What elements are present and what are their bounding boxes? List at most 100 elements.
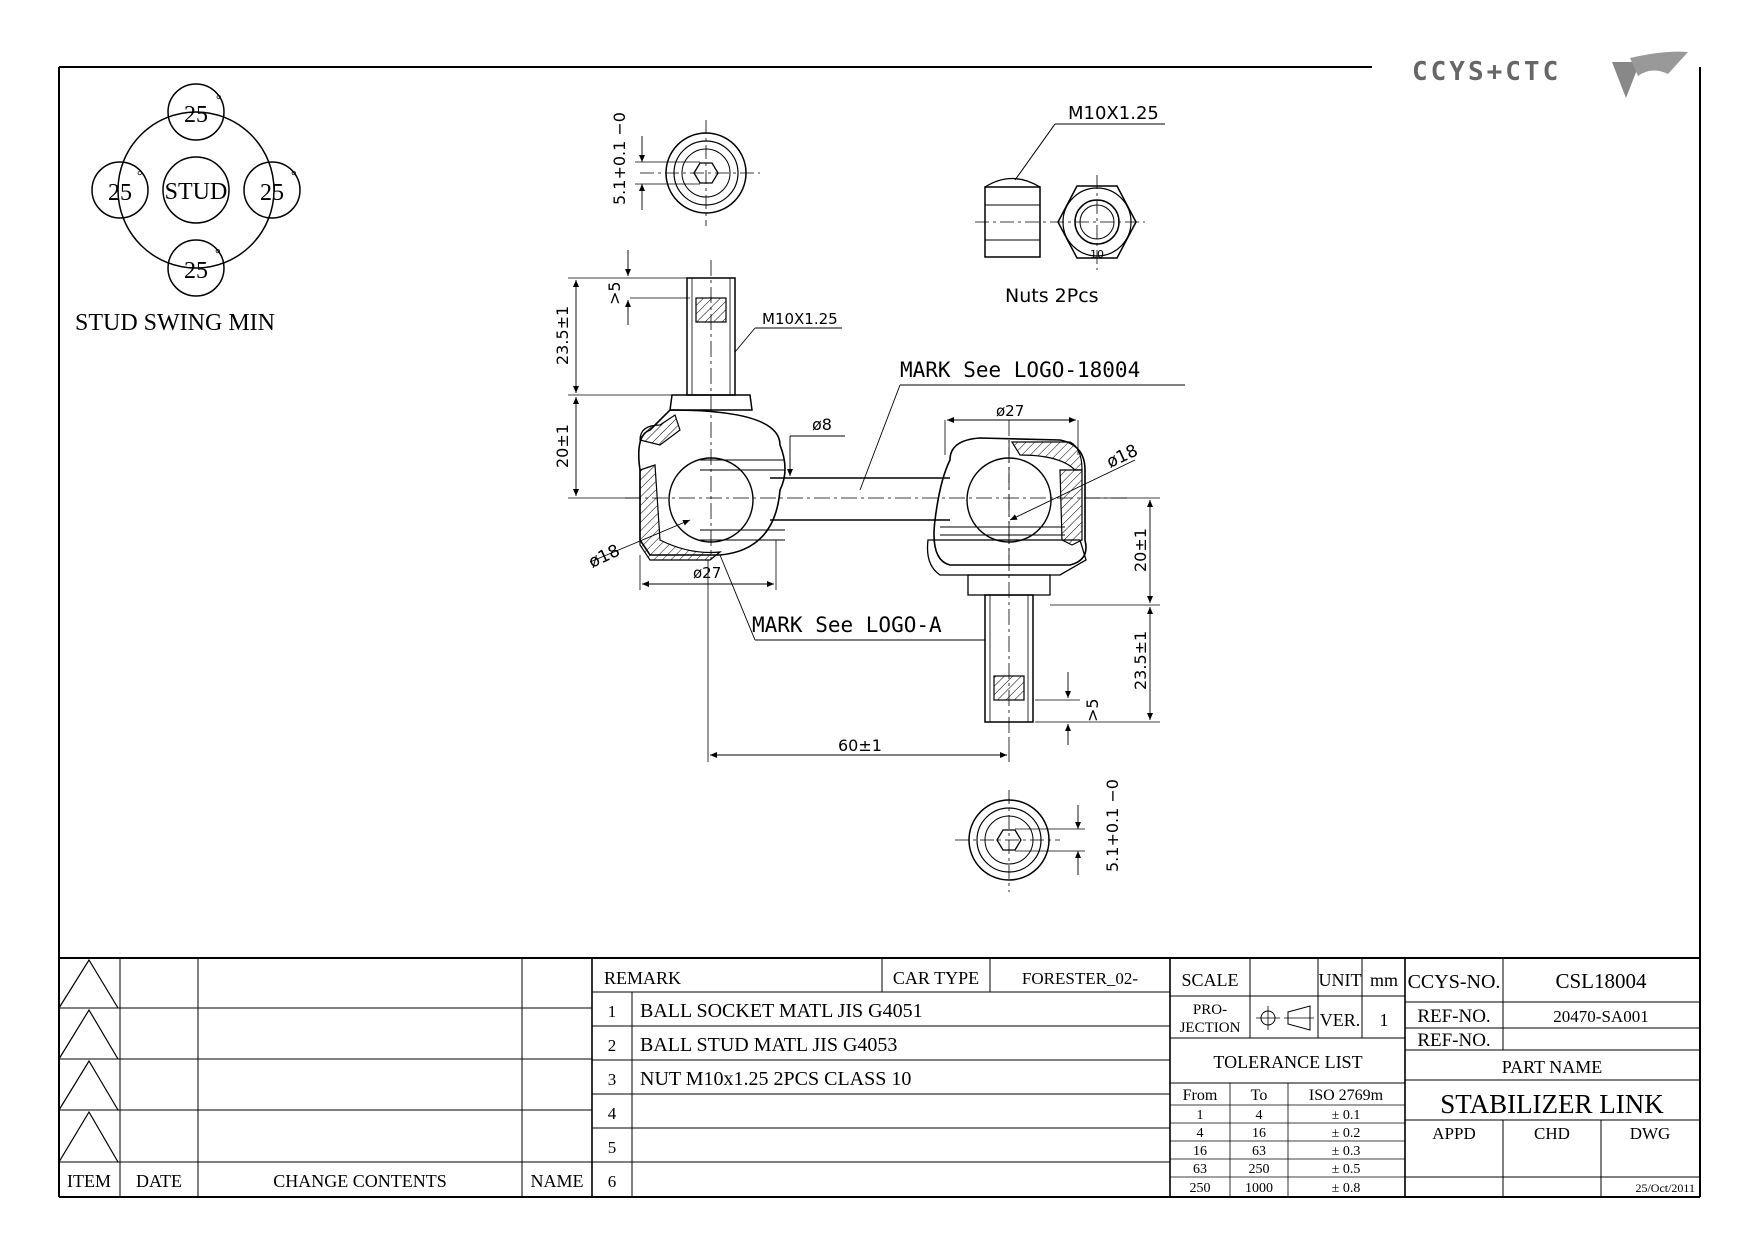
svg-text:3: 3 (608, 1070, 617, 1089)
svg-text:4: 4 (608, 1104, 617, 1123)
svg-text:6: 6 (608, 1172, 617, 1191)
svg-text:°: ° (216, 93, 222, 108)
nuts-qty-label: Nuts 2Pcs (1005, 285, 1099, 307)
bar-diameter-dim: ø8 (812, 415, 832, 434)
scale-label: SCALE (1181, 970, 1238, 990)
main-assembly-view (625, 260, 1130, 740)
svg-text:2: 2 (608, 1036, 617, 1055)
logo-mark-icon (1612, 62, 1640, 98)
mark-logo-note: MARK See LOGO-18004 (900, 358, 1140, 382)
svg-text:ITEM: ITEM (67, 1171, 111, 1191)
mark-logo-a-note: MARK See LOGO-A (752, 613, 942, 637)
top-end-view: 5.1+0.1 −0 (610, 112, 760, 226)
swing-caption: STUD SWING MIN (75, 310, 275, 336)
part-name-label: PART NAME (1502, 1057, 1602, 1077)
company-logo: CCYS+CTC (1412, 51, 1688, 98)
svg-text:°: ° (137, 169, 143, 184)
svg-text:4: 4 (1256, 1108, 1263, 1123)
ref-no-label-2: REF-NO. (1417, 1030, 1490, 1051)
ball-dia-dim-left: ø18 (586, 541, 623, 573)
svg-text:1: 1 (1197, 1108, 1204, 1123)
stud-thread-label: M10X1.25 (762, 310, 838, 328)
swing-angle-right: 25 (260, 180, 284, 206)
svg-text:± 0.2: ± 0.2 (1332, 1126, 1361, 1141)
nut-class-mark: 10 (1090, 248, 1104, 261)
svg-text:16: 16 (1252, 1126, 1266, 1141)
dwg-label: DWG (1630, 1124, 1671, 1143)
height-dim-right: 20±1 (1131, 528, 1150, 572)
svg-text:1000: 1000 (1245, 1181, 1273, 1196)
appd-label: APPD (1432, 1124, 1475, 1143)
scale-projection-tolerance: SCALE UNIT mm PRO- JECTION VER. 1 TOLERA… (1170, 958, 1406, 1197)
min-depth-dim-left: >5 (605, 281, 624, 305)
svg-text:250: 250 (1249, 1162, 1270, 1177)
socket-dia-dim-right: ø27 (996, 402, 1024, 420)
ver-label: VER. (1320, 1010, 1361, 1030)
ver-value: 1 (1380, 1010, 1389, 1030)
svg-text:JECTION: JECTION (1180, 1020, 1241, 1036)
svg-text:To: To (1251, 1087, 1268, 1104)
projection-symbol-icon (1256, 1005, 1314, 1031)
svg-text:± 0.8: ± 0.8 (1332, 1181, 1361, 1196)
height-dim-left: 20±1 (553, 424, 572, 468)
svg-text:°: ° (291, 169, 297, 184)
svg-text:1: 1 (608, 1002, 617, 1021)
ref-no-label-1: REF-NO. (1417, 1006, 1490, 1027)
stud-swing-diagram: STUD 25 ° 25 ° 25 ° 25 ° STUD SWING MIN (75, 83, 301, 336)
stud-length-dim-left: 23.5±1 (553, 306, 572, 365)
nut-views: 10 M10X1.25 Nuts 2Pcs (975, 103, 1165, 307)
ccys-no-value: CSL18004 (1555, 969, 1647, 993)
nut-thread-label: M10X1.25 (1068, 103, 1159, 124)
svg-text:PRO-: PRO- (1193, 1002, 1227, 1018)
svg-text:CHANGE CONTENTS: CHANGE CONTENTS (273, 1171, 447, 1191)
remarks-table: REMARK CAR TYPE FORESTER_02- 1 BALL SOCK… (592, 958, 1171, 1197)
svg-text:From: From (1183, 1087, 1218, 1104)
swing-angle-top: 25 (184, 102, 208, 128)
stud-length-dim-right: 23.5±1 (1131, 631, 1150, 690)
svg-text:63: 63 (1252, 1144, 1266, 1159)
ccys-no-label: CCYS-NO. (1408, 971, 1501, 993)
svg-text:ISO 2769m: ISO 2769m (1309, 1087, 1384, 1104)
svg-text:± 0.1: ± 0.1 (1332, 1108, 1361, 1123)
svg-text:5: 5 (608, 1138, 617, 1157)
revision-table: ITEM DATE CHANGE CONTENTS NAME (58, 958, 593, 1197)
chd-label: CHD (1534, 1124, 1570, 1143)
svg-text:± 0.3: ± 0.3 (1332, 1144, 1361, 1159)
dimensions: 23.5±1 20±1 >5 M10X1.25 MARK See LOGO-18… (553, 250, 1185, 762)
svg-text:DATE: DATE (136, 1171, 182, 1191)
remark-label: REMARK (604, 968, 681, 988)
svg-text:16: 16 (1193, 1144, 1207, 1159)
unit-value: mm (1370, 970, 1398, 990)
drawing-date: 25/Oct/2011 (1635, 1181, 1695, 1195)
title-block: ITEM DATE CHANGE CONTENTS NAME REMARK CA… (58, 958, 1700, 1197)
svg-text:63: 63 (1193, 1162, 1207, 1177)
svg-text:4: 4 (1197, 1126, 1204, 1141)
ball-dia-dim-right: ø18 (1104, 441, 1141, 473)
svg-text:250: 250 (1190, 1181, 1211, 1196)
svg-text:± 0.5: ± 0.5 (1332, 1162, 1361, 1177)
unit-label: UNIT (1319, 970, 1362, 990)
bottom-end-view: 5.1+0.1 −0 (955, 779, 1122, 892)
hex-depth-dim-top: 5.1+0.1 −0 (610, 112, 629, 205)
car-type-label: CAR TYPE (893, 968, 979, 988)
swing-angle-left: 25 (108, 180, 132, 206)
part-info: CCYS-NO. CSL18004 REF-NO. 20470-SA001 RE… (1405, 958, 1700, 1197)
sheet-border (58, 66, 1701, 1198)
car-type-value: FORESTER_02- (1022, 969, 1139, 988)
remark-item-1: BALL SOCKET MATL JIS G4051 (640, 1000, 923, 1022)
remark-item-3: NUT M10x1.25 2PCS CLASS 10 (640, 1068, 911, 1090)
hex-depth-dim-bottom: 5.1+0.1 −0 (1103, 779, 1122, 872)
min-depth-dim-right: >5 (1083, 698, 1102, 722)
socket-dia-dim-left: ø27 (693, 564, 721, 582)
logo-text: CCYS+CTC (1412, 57, 1561, 87)
remark-item-2: BALL STUD MATL JIS G4053 (640, 1034, 897, 1056)
tolerance-title: TOLERANCE LIST (1213, 1052, 1362, 1072)
part-name-value: STABILIZER LINK (1440, 1089, 1664, 1119)
swing-angle-bottom: 25 (184, 258, 208, 284)
stud-label: STUD (165, 179, 228, 205)
svg-text:NAME: NAME (531, 1171, 584, 1191)
center-length-dim: 60±1 (838, 736, 882, 755)
ref-no-value-1: 20470-SA001 (1553, 1007, 1648, 1026)
svg-text:°: ° (215, 247, 221, 262)
